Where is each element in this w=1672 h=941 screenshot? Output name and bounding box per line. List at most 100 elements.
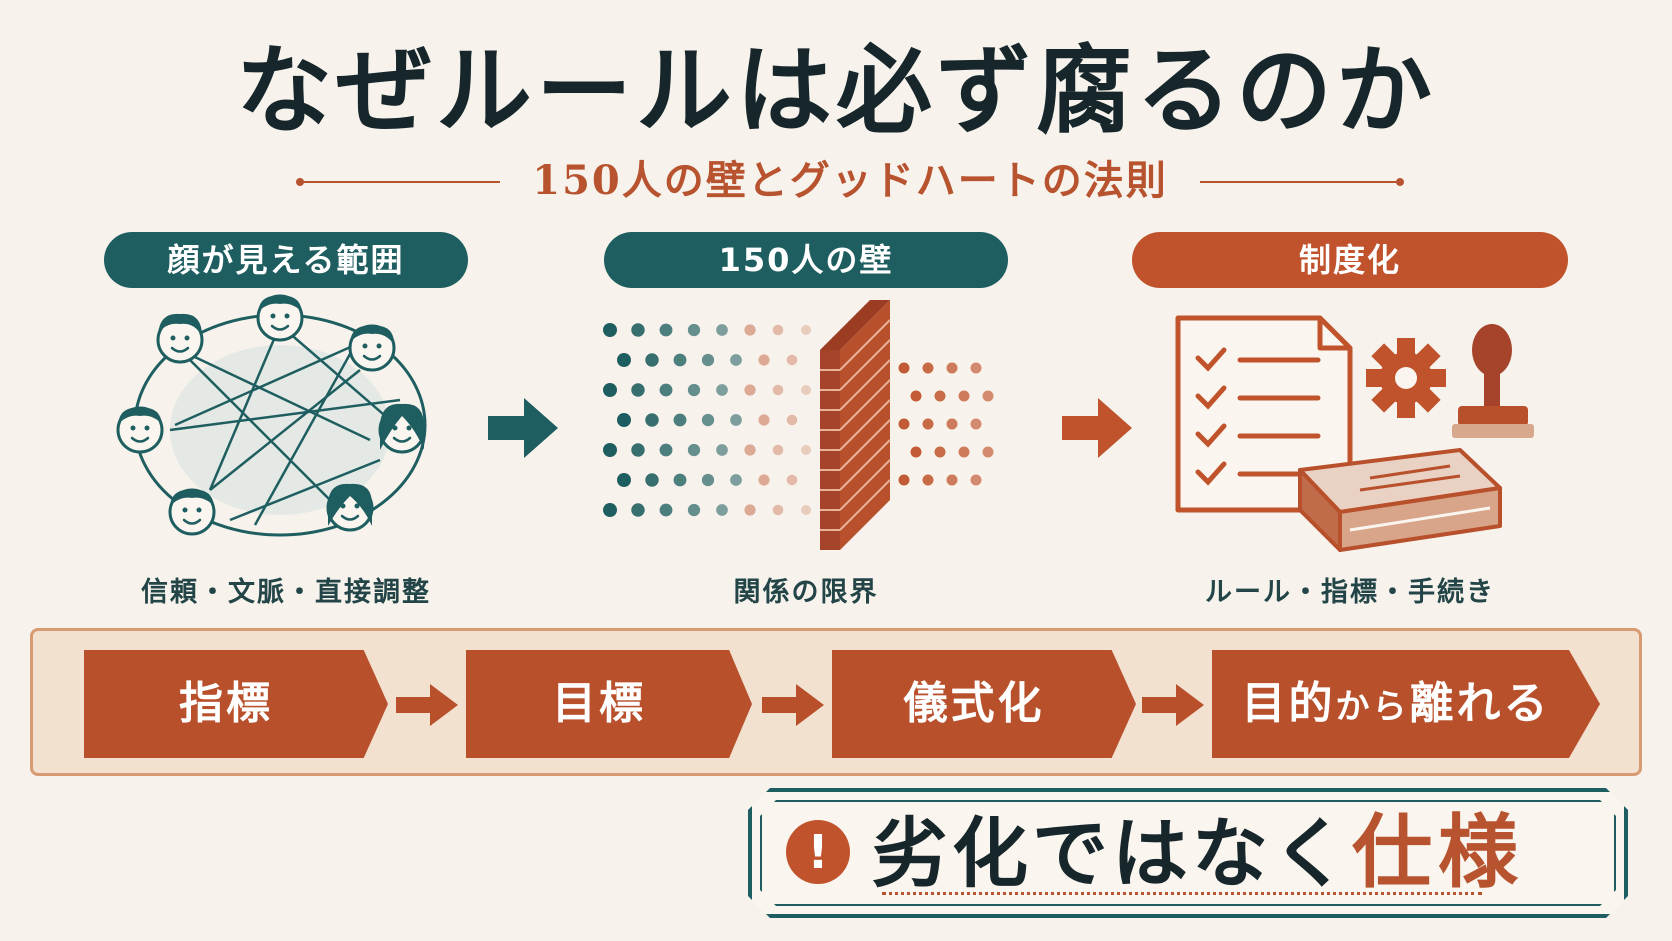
decor-dot [744,324,756,336]
decor-dot [801,385,811,395]
decor-dot [946,474,958,486]
page-title: なぜルールは必ず腐るのか [236,34,1436,147]
decor-dot [801,505,811,515]
decor-dot [645,413,659,427]
decor-dot [716,504,728,516]
decor-dot [772,324,784,336]
stage-caption-institutionalization: ルール・指標・手続き [1205,577,1495,608]
decor-dot [786,414,798,426]
flow-step-label: 目的から離れる [1241,650,1571,758]
callout-main-text: 劣化ではなく [872,809,1352,898]
alert-icon: ! [786,820,850,884]
decor-dot [958,390,970,402]
decor-dot [922,474,934,486]
decor-dot [645,473,659,487]
subtitle-rule-left [296,178,500,186]
decor-dot [758,474,770,486]
decor-dot [631,503,645,517]
decor-dot [603,323,617,337]
decor-dot [603,503,617,517]
arrow-right-icon [488,398,558,458]
decor-dot [946,362,958,374]
decor-dot [801,325,811,335]
decor-dot [603,383,617,397]
flow-step-label: 目標 [552,678,646,729]
callout-emphasis: 仕様 [1352,805,1524,899]
callout-box: ! 劣化ではなく仕様 [748,788,1628,918]
decor-dot [758,354,770,366]
decor-dot [673,473,687,487]
decor-dot [934,446,946,458]
stage-label-face-range: 顔が見える範囲 [104,232,468,288]
arrow-right-icon [1142,684,1204,726]
decor-dot [772,444,784,456]
decor-dot [673,353,687,367]
decor-dot [730,414,742,426]
decor-dot [910,390,922,402]
decor-dot [898,474,910,486]
decor-dot [659,443,673,457]
decor-dot [631,323,645,337]
stage-caption-face-range: 信頼・文脈・直接調整 [141,577,431,608]
decor-dot [716,324,728,336]
checklist-gear-stamp-icon [1175,315,1534,552]
decor-dot [659,323,673,337]
decor-dot [970,418,982,430]
flow-step-detach-from-purpose: 目的から離れる [1212,650,1600,758]
stage-caption-150-wall: 関係の限界 [733,577,879,608]
decor-dot [687,323,701,337]
decor-dot [730,474,742,486]
decor-dot [645,353,659,367]
decor-dot [970,474,982,486]
decor-dot [701,413,715,427]
decor-dot [958,446,970,458]
flow-step-label-tail: 離れる [1409,678,1551,729]
decor-dot [659,503,673,517]
arrow-right-icon [1062,398,1132,458]
brick-wall-icon [603,300,994,550]
decor-dot [786,354,798,366]
decor-dot [922,362,934,374]
decor-dot [934,390,946,402]
decor-dot [772,384,784,396]
decor-dot [617,413,631,427]
decor-dot [898,418,910,430]
decor-dot [786,474,798,486]
decor-dot [758,414,770,426]
decor-dot [631,383,645,397]
decor-dot [772,504,784,516]
decor-dot [687,383,701,397]
callout-inner-border [760,800,1616,906]
subtitle-row: 150人の壁とグッドハートの法則 [296,156,1404,206]
decor-dot [659,383,673,397]
decor-dot [922,418,934,430]
flow-step-metric: 指標 [84,650,388,758]
decor-dot [801,445,811,455]
decor-dot [701,353,715,367]
decor-dot [982,390,994,402]
subtitle: 150人の壁とグッドハートの法則 [532,157,1168,204]
decor-dot [687,443,701,457]
decor-dot [603,443,617,457]
decor-dot [701,473,715,487]
decor-dot [687,503,701,517]
decor-dot [673,413,687,427]
decor-dot [730,354,742,366]
decor-dot [946,418,958,430]
callout-underline [882,892,1482,895]
decor-dot [910,446,922,458]
decor-dot [744,444,756,456]
people-network-icon [116,294,427,537]
flow-step-label: 儀式化 [903,678,1045,729]
subtitle-rule-right [1200,178,1404,186]
decor-dot [970,362,982,374]
decor-dot [716,384,728,396]
flow-step-label: 指標 [179,678,273,729]
stage-label-150-wall: 150人の壁 [604,232,1008,288]
flow-step-label-main: 目的 [1241,678,1336,729]
decor-dot [982,446,994,458]
decor-dot [617,353,631,367]
decor-dot [744,504,756,516]
decor-dot [617,473,631,487]
arrow-right-icon [762,684,824,726]
